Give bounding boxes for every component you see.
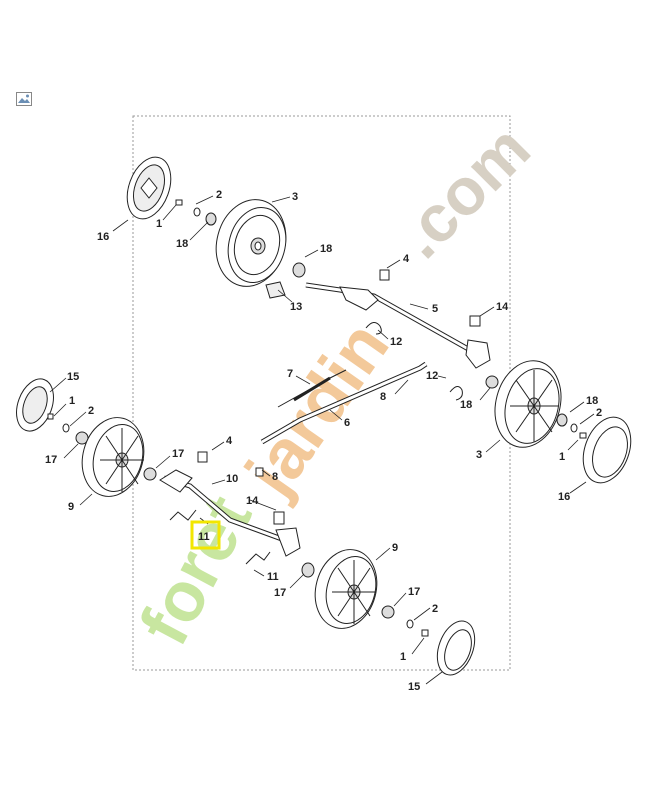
callout-4b: 4 (226, 435, 233, 447)
bushing-right-top (469, 315, 481, 327)
callout-1c: 1 (400, 651, 406, 663)
callout-1b: 1 (69, 395, 75, 407)
callout-15a: 15 (67, 371, 79, 383)
watermark-suffix: .com (383, 111, 544, 272)
axle-cap (265, 281, 286, 299)
pivot-mid (255, 467, 264, 477)
spring-11-left (169, 509, 197, 521)
screw-right (579, 432, 587, 439)
callout-10: 10 (226, 473, 238, 485)
callout-2d: 2 (596, 407, 602, 419)
callout-18b: 18 (320, 243, 332, 255)
bushing-mid (485, 375, 499, 389)
callout-7: 7 (287, 368, 293, 380)
highlight-box[interactable] (190, 520, 221, 550)
bushing-top-right (292, 262, 306, 278)
callout-18c: 18 (460, 399, 472, 411)
callout-8a: 8 (380, 391, 386, 403)
watermark-middle: jardin (229, 308, 403, 511)
screw-left (47, 413, 54, 420)
callout-6: 6 (344, 417, 350, 429)
callout-1d: 1 (559, 451, 565, 463)
washer-right (570, 423, 578, 433)
hubcap-left (16, 378, 54, 432)
bushing-left-2 (143, 467, 157, 481)
callout-14b: 14 (246, 495, 259, 507)
wheel-front-right (314, 549, 378, 629)
clip-top (379, 269, 390, 281)
screw-front (421, 629, 429, 637)
callout-2c: 2 (432, 603, 438, 615)
washer-top (193, 207, 201, 217)
spring-mid (449, 386, 463, 401)
wheel-rear-right (494, 360, 562, 448)
callout-2a: 2 (216, 189, 222, 201)
callout-3b: 3 (476, 449, 482, 461)
callout-16b: 16 (558, 491, 570, 503)
bushing-front-2 (301, 562, 315, 578)
spring-11-right (245, 551, 271, 565)
rear-axle (305, 282, 491, 369)
screw-top (175, 199, 183, 206)
height-rod (277, 369, 347, 408)
bushing-front (273, 511, 285, 525)
callout-11a[interactable]: 11 (198, 531, 210, 543)
bushing-right (556, 413, 568, 427)
image-placeholder-icon (16, 92, 32, 106)
bushing-front-3 (381, 605, 395, 619)
callout-3a: 3 (292, 191, 298, 203)
callout-17c: 17 (274, 587, 286, 599)
washer-left (62, 423, 70, 433)
callout-16a: 16 (97, 231, 109, 243)
clip-left (197, 451, 208, 463)
callout-12b: 12 (426, 370, 438, 382)
callout-18a: 18 (176, 238, 188, 250)
callout-8b: 8 (272, 471, 278, 483)
callout-2b: 2 (88, 405, 94, 417)
callout-13: 13 (290, 301, 302, 313)
watermark-prefix: foret (124, 483, 266, 657)
bushing-top (205, 212, 217, 226)
callout-17d: 17 (408, 586, 420, 598)
callout-17a: 17 (45, 454, 57, 466)
front-axle (159, 469, 301, 557)
callout-15b: 15 (408, 681, 420, 693)
hubcap-top-left (126, 156, 172, 220)
spring-top (365, 322, 382, 335)
wheel-rear-top (215, 199, 287, 287)
hubcap-front (436, 620, 476, 676)
hubcap-right (582, 416, 632, 484)
callout-11b: 11 (267, 571, 279, 583)
lever-bar (260, 361, 428, 445)
callout-5: 5 (432, 303, 438, 315)
callout-17b: 17 (172, 448, 184, 460)
callout-12a: 12 (390, 336, 402, 348)
callout-1a: 1 (156, 218, 162, 230)
wheel-front-left (81, 417, 145, 497)
callout-9a: 9 (68, 501, 74, 513)
callout-4a: 4 (403, 253, 410, 265)
callout-9b: 9 (392, 542, 398, 554)
callout-18d: 18 (586, 395, 598, 407)
washer-front (406, 619, 414, 629)
callout-labels: 16 1 2 18 3 18 4 13 5 14 12 7 12 8 18 6 … (45, 189, 602, 693)
callout-14a: 14 (496, 301, 509, 313)
leader-lines (49, 195, 595, 685)
